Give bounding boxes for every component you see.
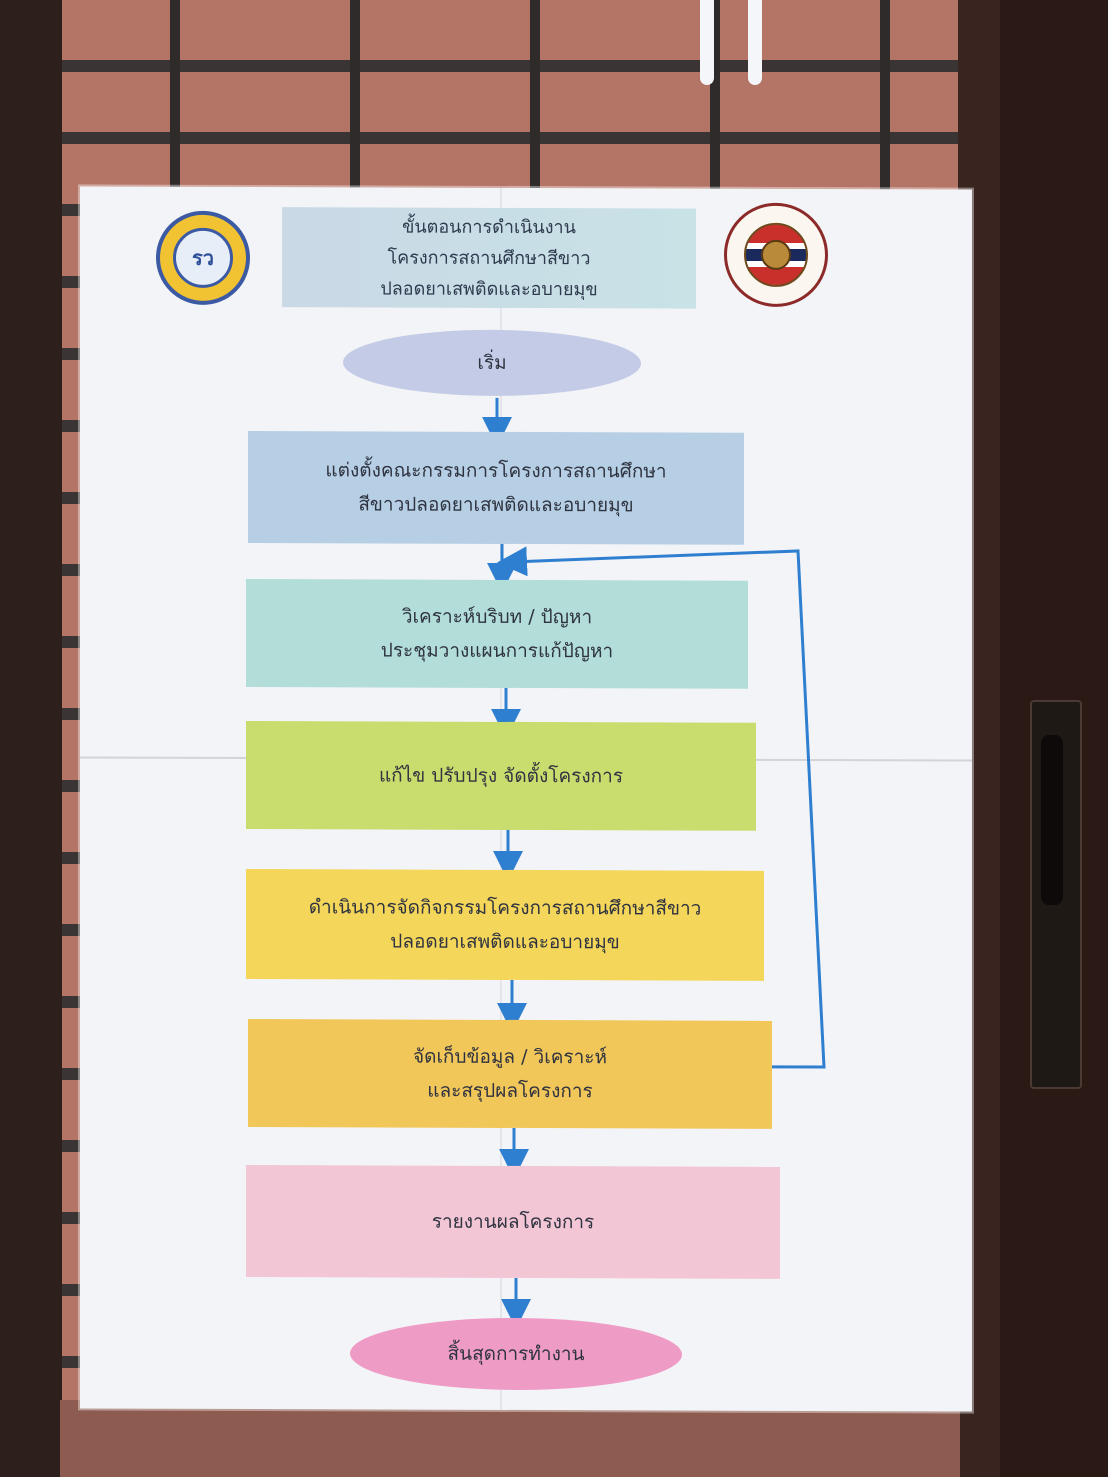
- flow-step-2-line-1: วิเคราะห์บริบท / ปัญหา: [401, 605, 593, 629]
- ceiling-lamp: [748, 0, 762, 85]
- flow-step-1: แต่งตั้งคณะกรรมการโครงการสถานศึกษา สีขาว…: [248, 431, 744, 545]
- flow-end-label: สิ้นสุดการทำงาน: [447, 1342, 585, 1366]
- brick-mortar: [170, 0, 180, 200]
- flow-step-6-line-1: รายงานผลโครงการ: [431, 1210, 595, 1234]
- title-line-1: ขั้นตอนการดำเนินงาน: [402, 216, 576, 238]
- flow-start-label: เริ่ม: [477, 351, 507, 374]
- title-line-3: ปลอดยาเสพติดและอบายมุข: [380, 277, 598, 300]
- door-handle-slot: [1041, 735, 1063, 905]
- brick-mortar: [880, 0, 890, 200]
- flow-step-1-line-2: สีขาวปลอดยาเสพติดและอบายมุข: [358, 493, 634, 517]
- flow-step-2-line-2: ประชุมวางแผนการแก้ปัญหา: [380, 639, 614, 663]
- flow-step-5: จัดเก็บข้อมูล / วิเคราะห์ และสรุปผลโครงก…: [248, 1019, 772, 1129]
- door-frame-left: [0, 0, 62, 1477]
- flow-step-3-line-1: แก้ไข ปรับปรุง จัดตั้งโครงการ: [378, 764, 624, 788]
- ceiling-lamp: [700, 0, 714, 85]
- poster-title: ขั้นตอนการดำเนินงาน โครงการสถานศึกษาสีขา…: [282, 207, 696, 309]
- school-logo-icon: รว: [156, 210, 250, 306]
- flow-step-4-line-1: ดำเนินการจัดกิจกรรมโครงการสถานศึกษาสีขาว: [308, 896, 702, 920]
- flowchart-poster: รว ขั้นตอนการดำเนินงาน โครงการสถานศึกษาส…: [80, 186, 972, 1412]
- flow-end: สิ้นสุดการทำงาน: [350, 1317, 682, 1391]
- brick-mortar: [350, 0, 360, 200]
- emblem-icon: [761, 239, 791, 270]
- brick-mortar: [530, 0, 540, 200]
- flow-step-5-line-1: จัดเก็บข้อมูล / วิเคราะห์: [412, 1045, 608, 1069]
- brick-mortar: [710, 0, 720, 200]
- flow-step-1-line-1: แต่งตั้งคณะกรรมการโครงการสถานศึกษา: [325, 459, 667, 483]
- school-logo-mark: รว: [173, 227, 233, 288]
- project-seal-icon: [724, 202, 828, 308]
- flow-step-4: ดำเนินการจัดกิจกรรมโครงการสถานศึกษาสีขาว…: [246, 869, 764, 981]
- flow-step-6: รายงานผลโครงการ: [246, 1165, 780, 1279]
- flow-start: เริ่ม: [343, 329, 641, 397]
- flow-step-4-line-2: ปลอดยาเสพติดและอบายมุข: [390, 930, 620, 954]
- title-line-2: โครงการสถานศึกษาสีขาว: [387, 247, 591, 269]
- flow-step-2: วิเคราะห์บริบท / ปัญหา ประชุมวางแผนการแก…: [246, 579, 748, 689]
- flow-step-3: แก้ไข ปรับปรุง จัดตั้งโครงการ: [246, 721, 756, 831]
- thai-flag-seal-icon: [744, 222, 808, 287]
- floor: [60, 1400, 960, 1477]
- flow-step-5-line-2: และสรุปผลโครงการ: [427, 1079, 593, 1103]
